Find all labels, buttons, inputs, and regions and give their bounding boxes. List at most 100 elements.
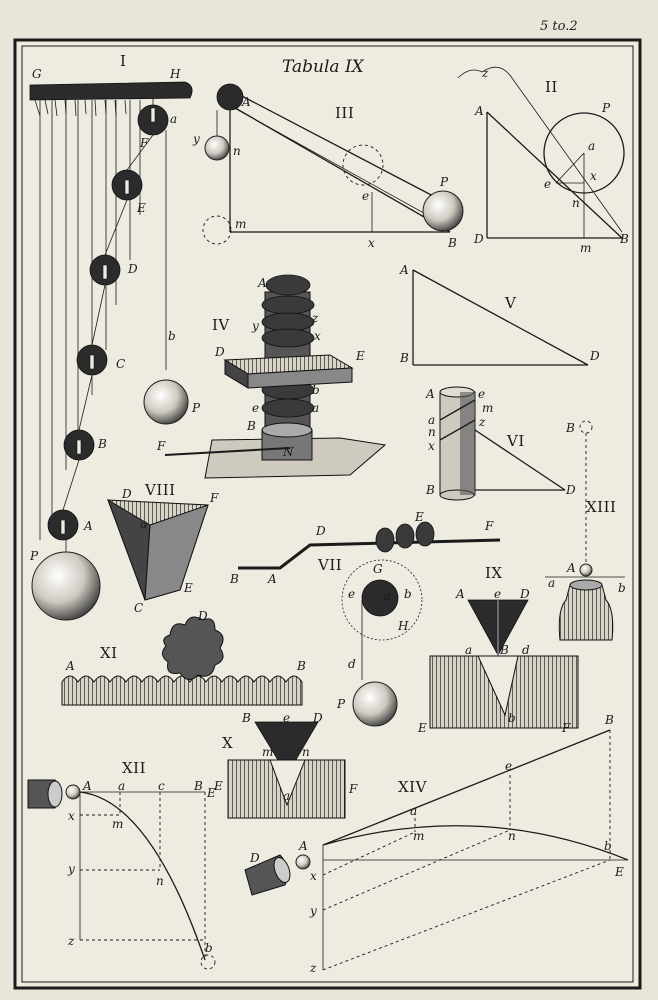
fig-iii-label-m: m bbox=[235, 217, 246, 231]
fig-xi-label-b: B bbox=[296, 659, 306, 673]
fig-vii-label-e: E bbox=[414, 510, 424, 524]
fig-xiv-label-a-ball: A bbox=[298, 839, 308, 853]
figure-ix-number: IX bbox=[485, 564, 503, 582]
figure-ix: IX A e D a B d E F b bbox=[417, 564, 579, 735]
fig-x-label-n: n bbox=[302, 745, 310, 759]
fig-i-label-f: F bbox=[139, 136, 149, 150]
fig-vi-label-m: m bbox=[482, 401, 493, 415]
weight-ghost bbox=[202, 215, 232, 245]
figure-iii-number: III bbox=[335, 104, 354, 122]
pulley-a bbox=[216, 83, 244, 111]
fig-v-label-d: D bbox=[589, 349, 600, 363]
fig-xiv-label-e-end: E bbox=[614, 865, 624, 879]
figure-v: V A B D bbox=[399, 263, 600, 366]
fig-vii-label-h: H bbox=[397, 619, 409, 633]
ball-a bbox=[65, 784, 81, 800]
fig-ix-label-b-slit: b bbox=[508, 711, 516, 725]
fig-iv-label-n: N bbox=[282, 445, 294, 459]
fig-iv-label-d: D bbox=[214, 345, 225, 359]
fig-x-label-b: B bbox=[241, 711, 251, 725]
fig-i-label-p: P bbox=[29, 549, 39, 563]
ball-ghost bbox=[342, 144, 384, 186]
plate-inner-border bbox=[21, 45, 634, 983]
fig-vii-label-a-gear: a bbox=[384, 589, 391, 603]
fig-xiv-label-d: D bbox=[249, 851, 260, 865]
fig-i-label-d: D bbox=[127, 262, 138, 276]
trajectory bbox=[322, 825, 629, 861]
figure-xii-number: XII bbox=[122, 759, 146, 777]
fig-viii-label-f: F bbox=[209, 491, 219, 505]
fig-xiv-label-a: a bbox=[410, 804, 417, 818]
fig-vii-label-f: F bbox=[484, 519, 494, 533]
trajectory bbox=[79, 791, 206, 961]
fig-v-label-a: A bbox=[399, 263, 409, 277]
fig-v-label-b: B bbox=[399, 351, 409, 365]
fig-ii-label-a-center: a bbox=[588, 139, 595, 153]
fig-x-label-a: a bbox=[283, 789, 290, 803]
fig-i-label-a-lower: A bbox=[83, 519, 93, 533]
fig-vi-label-n: n bbox=[428, 425, 436, 439]
fig-i-label-b-rope: b bbox=[168, 329, 176, 343]
figure-vi-number: VI bbox=[506, 432, 525, 450]
fig-i-label-g: G bbox=[32, 67, 42, 81]
fig-iv-label-a-lower: a bbox=[312, 401, 319, 415]
fig-xii-label-b: B bbox=[193, 779, 203, 793]
fig-xii-label-z: z bbox=[67, 934, 75, 948]
fig-ix-label-e-lower: E bbox=[417, 721, 427, 735]
fig-xiv-label-z: z bbox=[309, 961, 317, 975]
fig-ix-label-f: F bbox=[561, 721, 571, 735]
weight-p-small bbox=[143, 379, 189, 425]
fig-xii-label-b-small: b bbox=[205, 941, 213, 955]
fig-i-label-b: B bbox=[97, 437, 107, 451]
fig-i-label-e: E bbox=[136, 201, 146, 215]
fig-i-label-a: a bbox=[170, 112, 177, 126]
fig-vii-label-e-gear: e bbox=[348, 587, 355, 601]
fig-vii-label-b-gear: b bbox=[404, 587, 412, 601]
fig-ii-label-m: m bbox=[580, 241, 591, 255]
fig-xii-label-n: n bbox=[156, 874, 164, 888]
figure-xiii-number: XIII bbox=[586, 498, 616, 516]
figure-iii: III A y n m e P x B bbox=[192, 83, 464, 250]
figure-viii-number: VIII bbox=[144, 481, 176, 499]
fig-xiv-label-x: x bbox=[310, 869, 317, 883]
fig-vi-label-a-lower: a bbox=[428, 413, 435, 427]
fig-ix-label-a-lower: a bbox=[465, 643, 472, 657]
fig-xiv-label-m: m bbox=[413, 829, 424, 843]
fig-vi-label-x: x bbox=[428, 439, 435, 453]
figure-iv-number: IV bbox=[212, 316, 230, 334]
fig-iv-label-x: x bbox=[314, 329, 321, 343]
figure-viii: VIII D F a E C bbox=[107, 481, 219, 615]
fig-xii-label-a-small: a bbox=[118, 779, 125, 793]
figure-i-number: I bbox=[120, 52, 126, 70]
fig-xiii-label-b: B bbox=[565, 421, 575, 435]
fig-iii-label-x: x bbox=[368, 236, 375, 250]
fig-xii-label-m: m bbox=[112, 817, 123, 831]
fig-iv-label-b: b bbox=[312, 383, 320, 397]
fig-xiv-label-n: n bbox=[508, 829, 516, 843]
figure-vii: VII D E F B A G e a b H d P bbox=[229, 510, 501, 727]
figure-vii-number: VII bbox=[317, 556, 342, 574]
ball-p bbox=[422, 190, 464, 232]
fig-iv-label-e: E bbox=[355, 349, 365, 363]
fig-xi-label-d: D bbox=[197, 609, 208, 623]
pulley-beam bbox=[29, 81, 193, 101]
fig-xiii-label-a: A bbox=[566, 561, 576, 575]
fig-iv-label-e-lower: e bbox=[252, 401, 259, 415]
fig-iv-label-f: F bbox=[156, 439, 166, 453]
fig-ii-label-x: x bbox=[590, 169, 597, 183]
fig-iii-label-y: y bbox=[192, 132, 200, 146]
fig-ii-label-e: e bbox=[544, 177, 551, 191]
fig-xii-label-a: A bbox=[82, 779, 92, 793]
fig-ii-label-z: z bbox=[481, 66, 489, 80]
fig-vi-label-b: B bbox=[425, 483, 435, 497]
fig-x-label-f: F bbox=[348, 782, 358, 796]
fig-x-label-e-lower: E bbox=[213, 779, 223, 793]
figure-xiii: XIII B A a b bbox=[545, 420, 626, 641]
fig-vii-label-p: P bbox=[336, 697, 346, 711]
gear-d bbox=[162, 616, 224, 680]
fig-iii-label-e: e bbox=[362, 189, 369, 203]
fig-xiv-label-e: e bbox=[505, 759, 512, 773]
fig-iii-label-n: n bbox=[233, 144, 241, 158]
fig-vi-label-z: z bbox=[478, 415, 486, 429]
fig-vi-label-e: e bbox=[478, 387, 485, 401]
